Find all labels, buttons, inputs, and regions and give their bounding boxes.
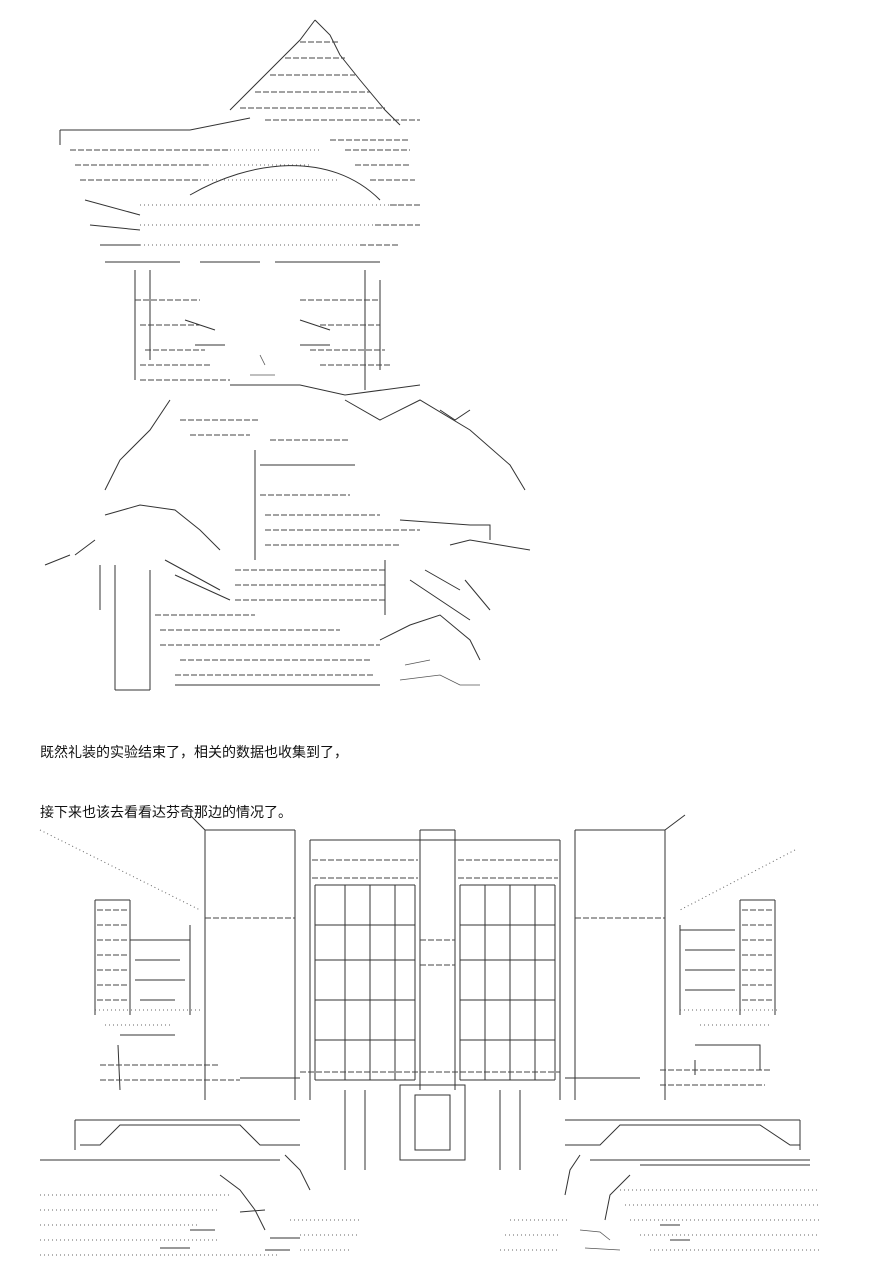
character-illustration — [44, 19, 531, 691]
caption-line-2: 接下来也该去看看达芬奇那边的情况了。 — [40, 805, 292, 821]
caption-line-1: 既然礼装的实验结束了，相关的数据也收集到了， — [40, 745, 348, 761]
ascii-art-character — [44, 19, 531, 691]
building-illustration — [39, 814, 820, 1256]
caption: 既然礼装的实验结束了，相关的数据也收集到了， 接下来也该去看看达芬奇那边的情况了… — [40, 703, 348, 843]
ascii-art-building — [0, 800, 890, 1275]
